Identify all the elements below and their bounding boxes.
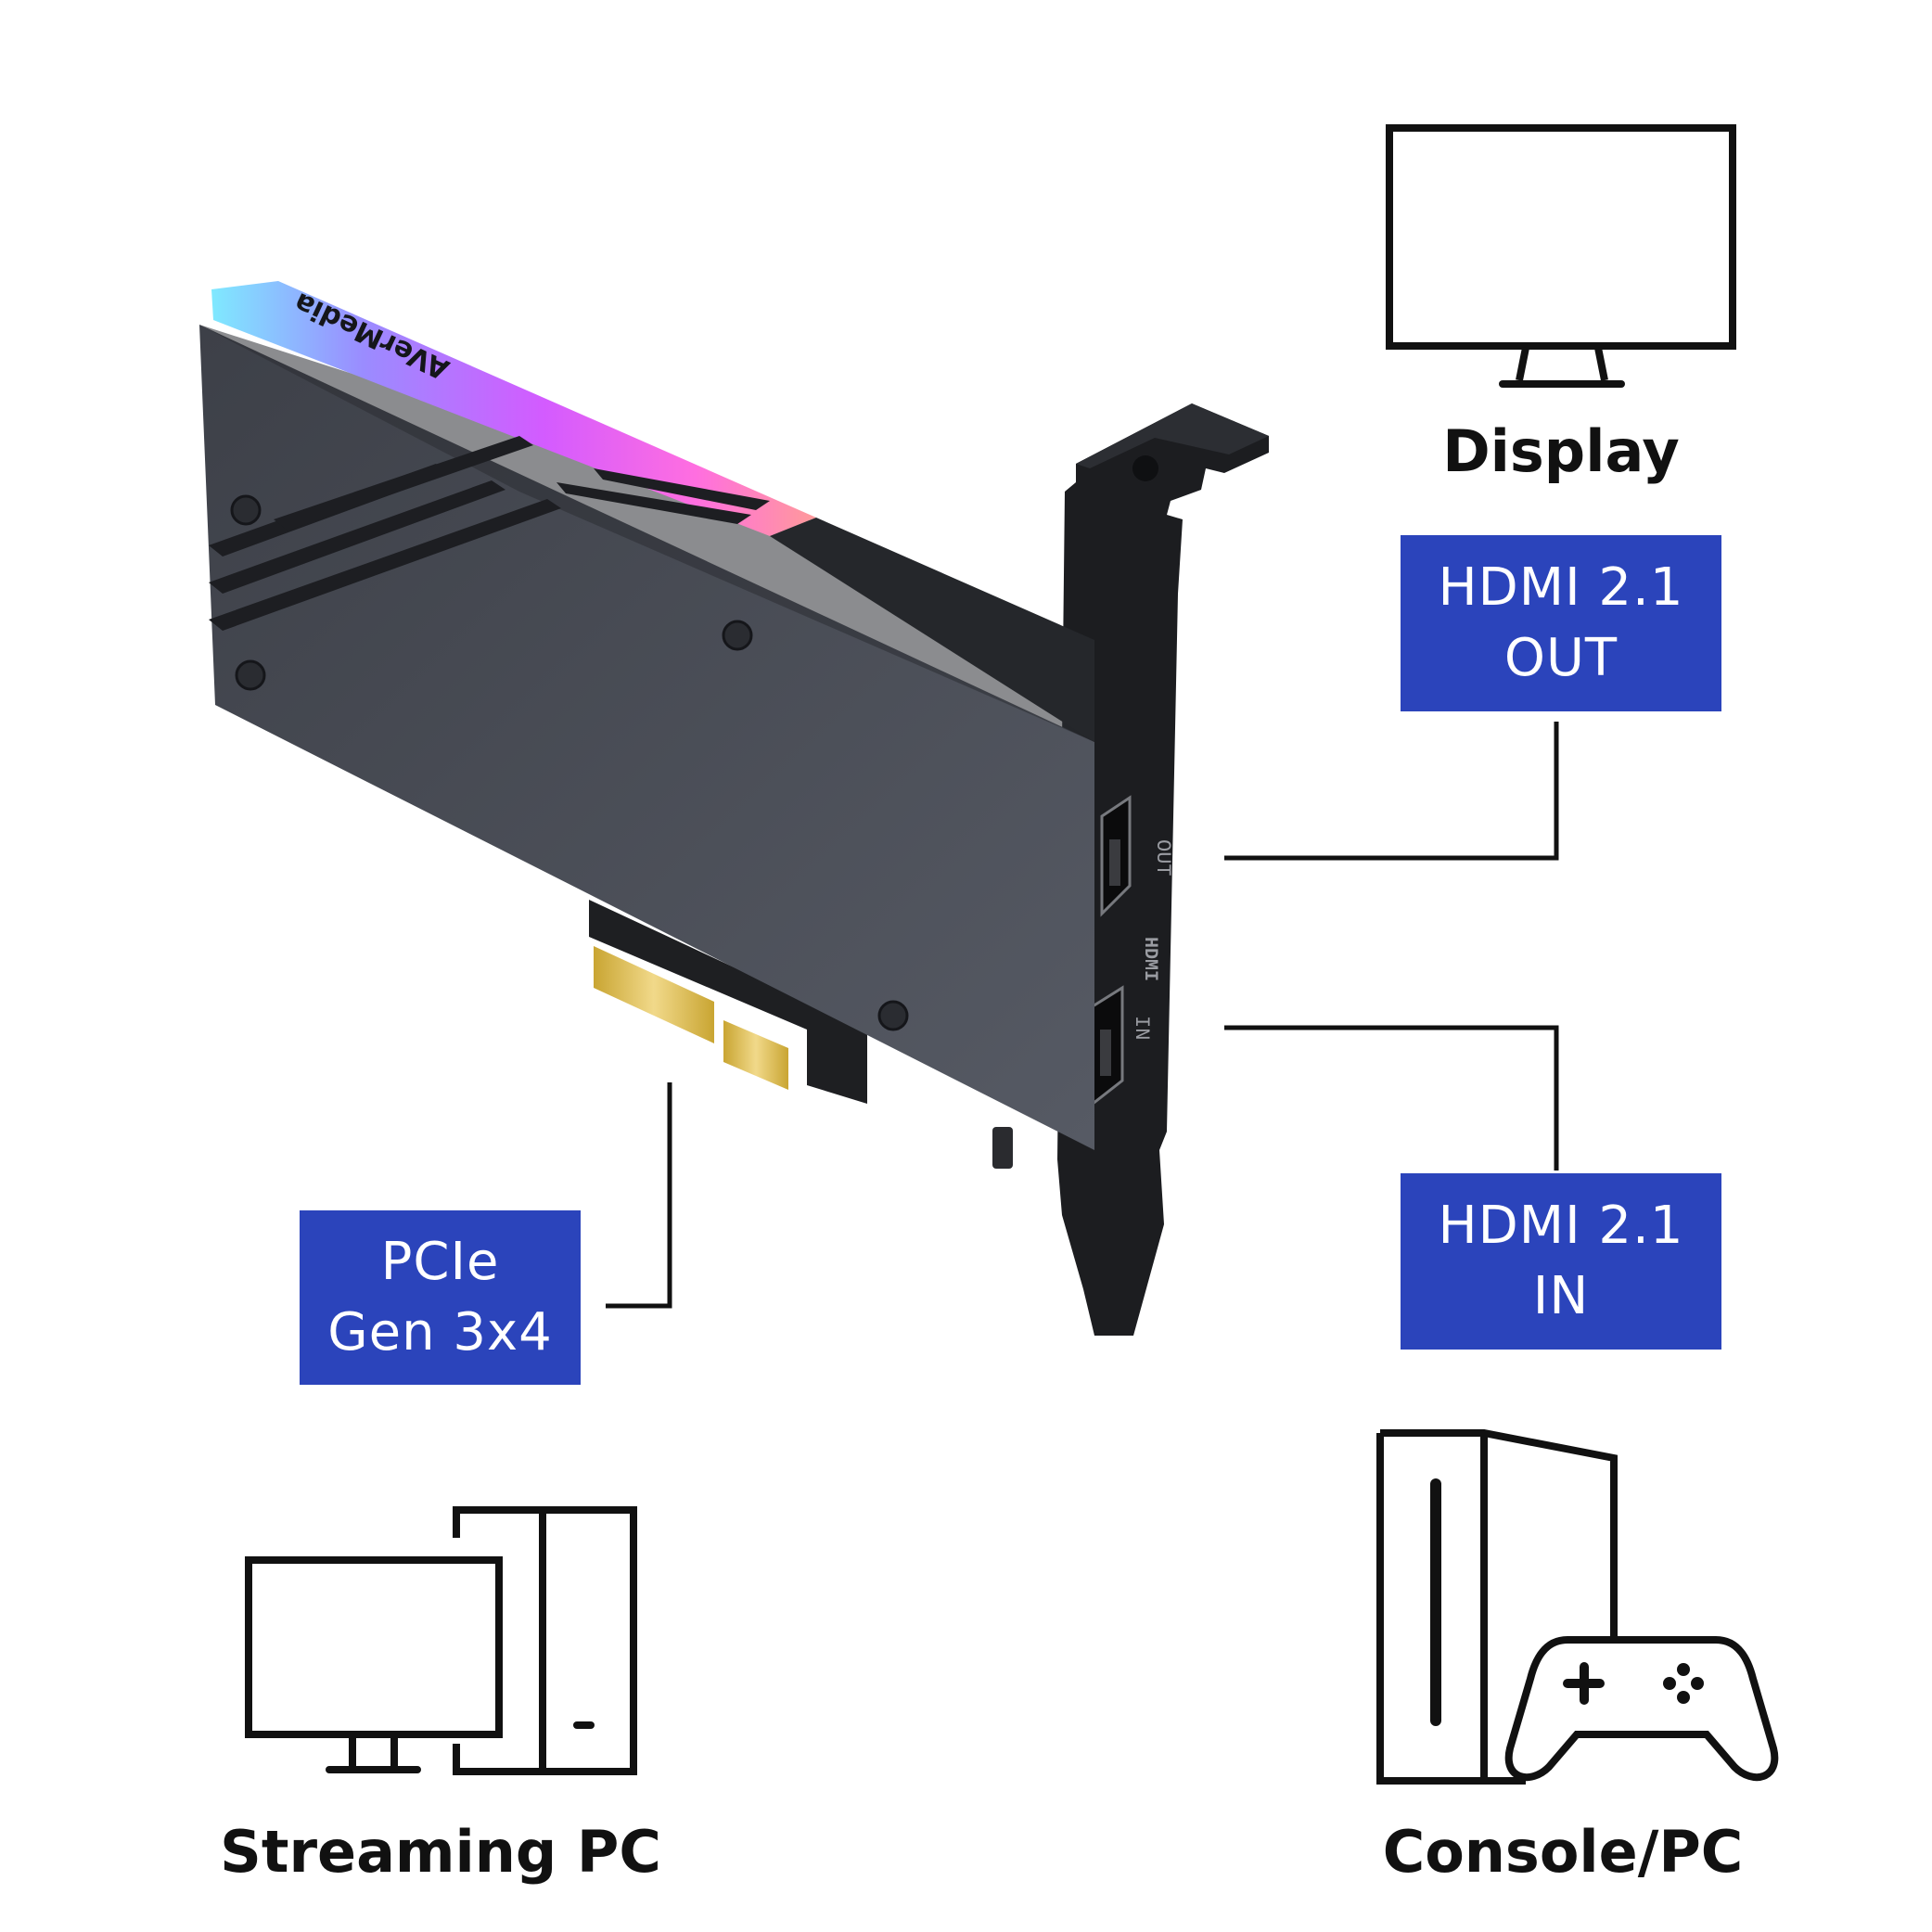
line-hdmi-out — [1224, 722, 1559, 861]
line-pcie — [606, 1082, 672, 1309]
gamepad-buttons — [1663, 1663, 1704, 1704]
hdmi-in-label: HDMI 2.1 IN — [1401, 1173, 1721, 1350]
hdmi-out-label-line1: HDMI 2.1 — [1438, 557, 1684, 618]
card-screws — [230, 494, 909, 1031]
hdmi-out-port — [1100, 795, 1132, 917]
pcie-label: PCIe Gen 3x4 — [300, 1210, 581, 1385]
console-pc-caption: Console/PC — [1382, 1818, 1744, 1886]
pcie-edge-connector — [589, 900, 867, 1104]
connector-lines — [606, 722, 1559, 1309]
card-body: AVerMedia — [199, 281, 1094, 1150]
port-label-out: OUT — [1151, 839, 1174, 876]
pcie-label-line1: PCIe — [380, 1232, 500, 1292]
line-hdmi-in — [1224, 1025, 1559, 1171]
rgb-light-strip — [211, 281, 816, 536]
streaming-pc-caption: Streaming PC — [220, 1818, 661, 1886]
capture-card-image: OUT HDMI IN — [199, 281, 1269, 1336]
port-label-hdmi: HDMI — [1139, 937, 1160, 981]
port-label-in: IN — [1130, 1016, 1153, 1040]
hdmi-in-label-line1: HDMI 2.1 — [1438, 1196, 1684, 1256]
display-caption: Display — [1442, 417, 1680, 485]
streaming-pc-icon — [245, 1506, 637, 1775]
hdmi-in-label-line2: IN — [1532, 1266, 1590, 1326]
display-icon — [1386, 124, 1736, 388]
hdmi-out-label: HDMI 2.1 OUT — [1401, 535, 1721, 711]
card-stripes — [209, 436, 770, 631]
hdmi-out-label-line2: OUT — [1503, 628, 1619, 688]
console-pc-icon — [1376, 1429, 1779, 1785]
pcie-label-line2: Gen 3x4 — [327, 1302, 553, 1363]
